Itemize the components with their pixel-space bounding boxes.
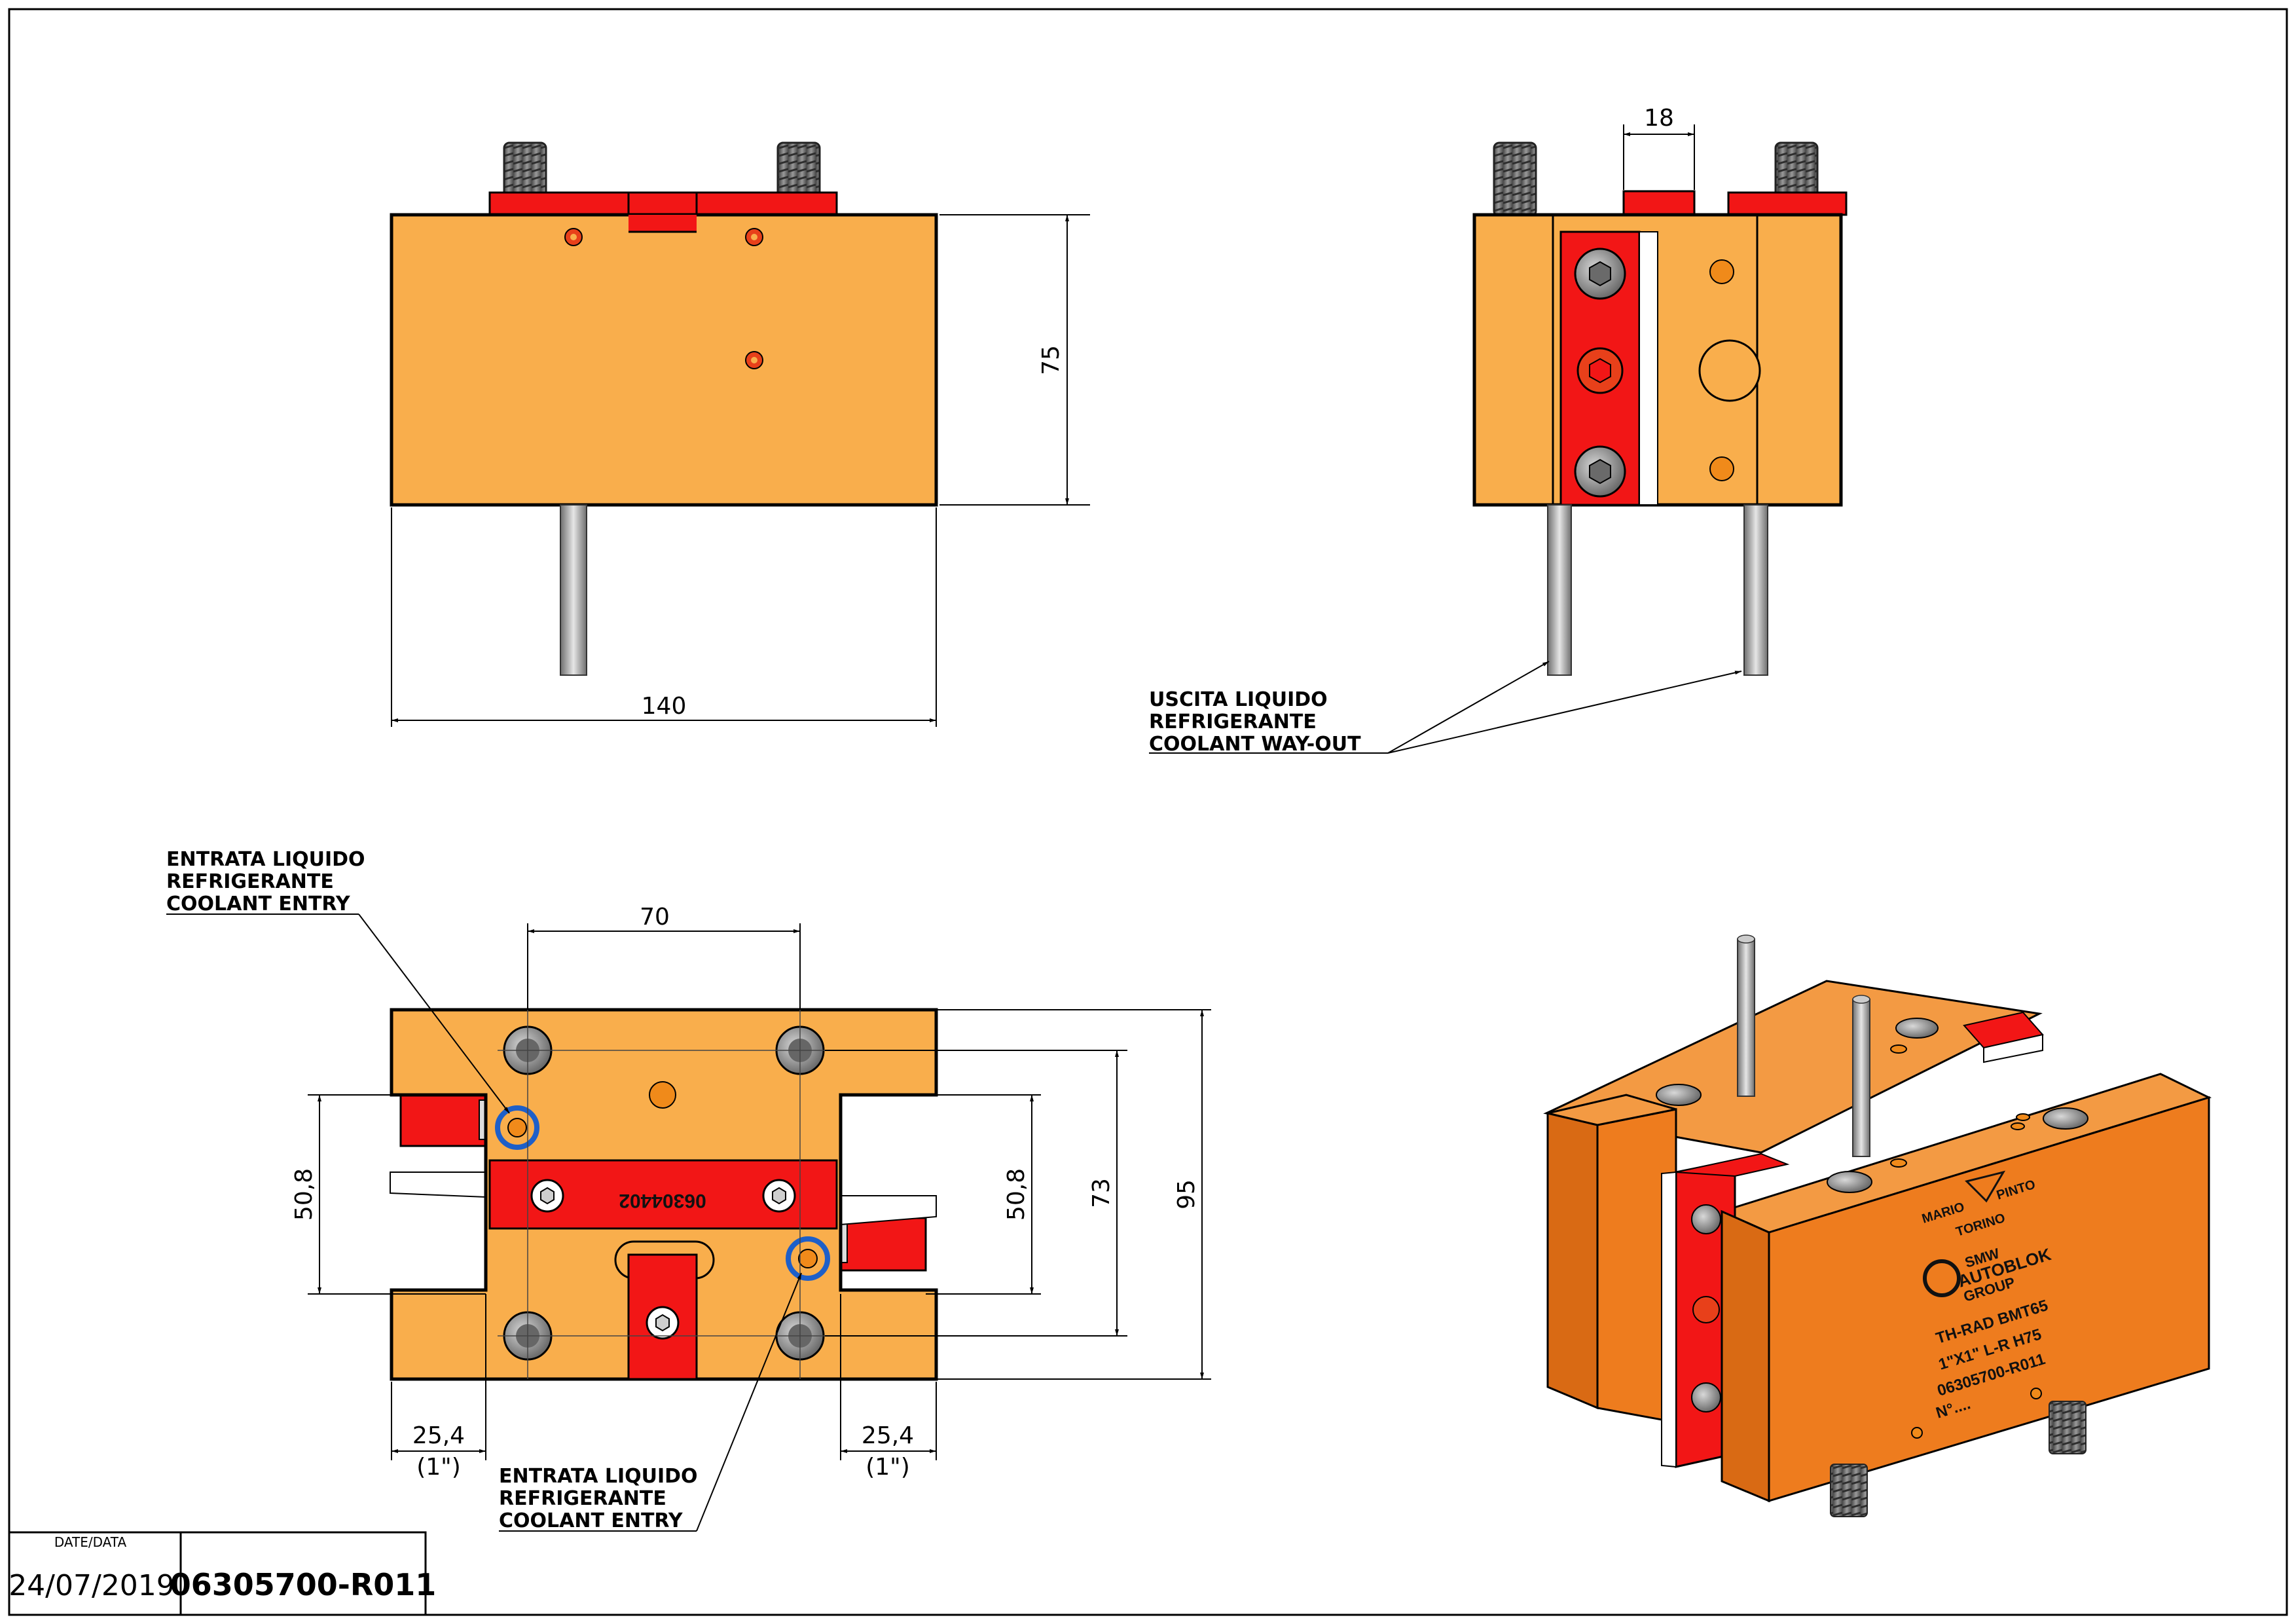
sheet-border [8,8,2288,1616]
title-block: DATE/DATA 24/07/2019 06305700-R011 [8,1531,437,1616]
coolant-in-top-note-3: COOLANT ENTRY [166,893,351,915]
iso-main-block [1721,1209,1770,1503]
iso-rod [1852,999,1870,1157]
right-offset-dimension: 25,4 [862,1422,914,1449]
side-view: 18 USCITA LIQUIDO REFRIGERANTE COOLANT W… [1149,105,1848,756]
bottom-view: 06304402 70 [166,848,1211,1532]
red-side-clamp [399,1094,487,1147]
part-number: 06304402 [619,1190,706,1211]
left-slot-dimension: 50,8 [291,1168,318,1221]
coolant-out-note-3: COOLANT WAY-OUT [1149,733,1361,756]
coolant-out-note-2: REFRIGERANTE [1149,710,1317,733]
front-view: 140 75 [390,141,1090,727]
isometric-view: MARIO PINTO TORINO SMW AUTOBLOK GROUP TH… [1543,934,2212,1517]
drawing-code: 06305700-R011 [170,1567,437,1602]
coolant-out-note-1: USCITA LIQUIDO [1149,688,1328,711]
iso-stud [2049,1401,2086,1454]
width-dimension: 140 [642,693,687,720]
coolant-in-top-note-1: ENTRATA LIQUIDO [166,848,365,871]
red-top-block [1727,191,1848,216]
total-height-dimension: 95 [1173,1179,1200,1209]
right-slot-dimension: 50,8 [1003,1168,1030,1221]
right-offset-inch: (1") [866,1454,910,1481]
front-body [390,213,938,507]
white-insert [1639,231,1658,506]
slot-dimension: 18 [1644,105,1674,132]
coolant-rod [1743,504,1768,676]
iso-left-block [1546,1112,1599,1410]
height-dimension: 75 [1038,345,1065,375]
iso-front-face [1768,1096,2210,1503]
coolant-in-bottom-note-3: COOLANT ENTRY [499,1509,683,1532]
coolant-in-bottom-note-2: REFRIGERANTE [499,1487,666,1510]
coolant-in-top-note-2: REFRIGERANTE [166,870,334,893]
date-value: 24/07/2019 [9,1569,175,1602]
coolant-rod [1547,504,1572,676]
iso-stud [1830,1464,1868,1517]
coolant-in-bottom-note-1: ENTRATA LIQUIDO [499,1465,698,1488]
hole [1709,456,1734,481]
iso-rod [1737,938,1755,1097]
left-offset-dimension: 25,4 [412,1422,465,1449]
red-side-clamp [839,1217,927,1272]
left-offset-inch: (1") [416,1454,461,1481]
coolant-rod [560,504,587,676]
large-hole [1698,339,1761,402]
stud [1493,141,1537,217]
spacing-dimension: 70 [640,904,670,931]
white-wedge [390,1172,486,1198]
date-label: DATE/DATA [54,1534,127,1550]
inner-height-dimension: 73 [1088,1178,1115,1208]
hole [649,1081,676,1109]
hole [1709,259,1734,284]
